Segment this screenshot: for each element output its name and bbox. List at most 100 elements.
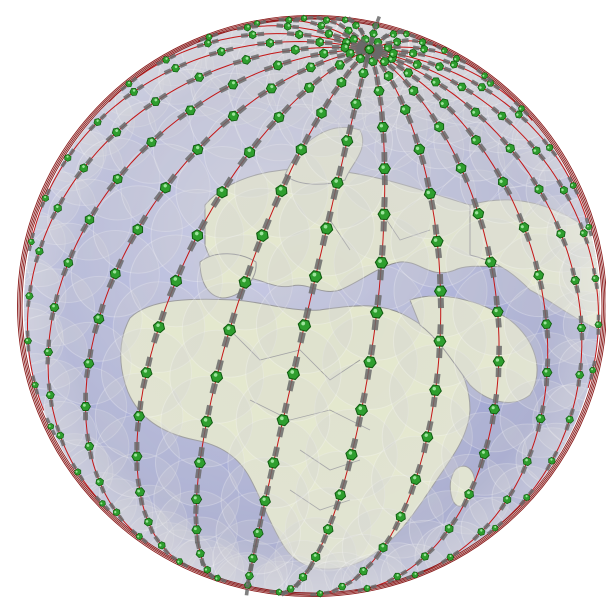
- satellite-body: [399, 104, 411, 116]
- satellite-highlight: [220, 49, 224, 52]
- solar-panel: [271, 195, 282, 208]
- satellite-highlight: [538, 415, 542, 419]
- solar-panel: [240, 33, 249, 38]
- satellite-highlight: [319, 39, 323, 43]
- solar-panel: [439, 531, 448, 541]
- satellite-icon: [476, 68, 493, 83]
- satellite-icon: [564, 408, 575, 431]
- satellite-highlight: [482, 74, 485, 77]
- satellite-body: [31, 381, 39, 389]
- satellite-body: [409, 473, 422, 486]
- satellite-icon: [43, 339, 54, 365]
- solar-panel: [421, 442, 429, 454]
- solar-panel: [208, 50, 217, 57]
- solar-panel: [325, 25, 333, 31]
- satellite-body: [23, 337, 33, 345]
- satellite-icon: [308, 258, 323, 295]
- satellite-body: [470, 107, 481, 118]
- satellite-body: [545, 143, 554, 152]
- solar-panel: [526, 140, 535, 149]
- solar-panel: [105, 134, 115, 143]
- satellite-highlight: [301, 574, 305, 577]
- satellite-icon: [310, 48, 338, 59]
- solar-panel: [400, 49, 409, 55]
- solar-panel: [378, 111, 386, 121]
- solar-panel: [158, 310, 167, 322]
- solar-panel: [119, 121, 128, 131]
- satellite-highlight: [44, 196, 47, 199]
- satellite-body: [376, 121, 389, 133]
- satellite-body: [194, 72, 205, 82]
- satellite-highlight: [491, 406, 495, 410]
- satellite-body: [383, 70, 394, 82]
- satellite-body: [373, 85, 385, 97]
- satellite-icon: [530, 176, 548, 202]
- solar-panel: [499, 136, 509, 146]
- satellite-icon: [200, 404, 213, 439]
- solar-panel: [280, 589, 288, 597]
- satellite-body: [594, 321, 603, 328]
- solar-panel: [251, 24, 258, 29]
- solar-panel: [537, 153, 546, 162]
- satellite-highlight: [137, 489, 141, 493]
- satellite-icon: [578, 222, 590, 245]
- solar-panel: [495, 318, 502, 328]
- satellite-icon: [50, 196, 66, 220]
- satellite-body: [330, 176, 344, 189]
- satellite-icon: [93, 470, 106, 494]
- satellite-icon: [94, 495, 111, 512]
- satellite-icon: [591, 267, 600, 290]
- satellite-highlight: [378, 259, 382, 263]
- satellite-icon: [594, 314, 603, 335]
- solar-panel: [426, 40, 434, 46]
- satellite-highlight: [432, 386, 436, 391]
- solar-panel: [543, 377, 550, 387]
- solar-panel: [154, 130, 164, 141]
- satellite-icon: [91, 303, 106, 335]
- solar-panel: [550, 149, 558, 157]
- orbit-line: [27, 46, 370, 411]
- satellite-body: [300, 14, 308, 23]
- satellite-icon: [378, 152, 391, 186]
- satellite-body: [358, 566, 368, 576]
- satellite-icon: [60, 249, 76, 277]
- satellite-body: [295, 29, 304, 40]
- satellite-highlight: [242, 278, 246, 283]
- satellite-highlight: [82, 165, 85, 168]
- solar-panel: [579, 332, 585, 341]
- satellite-highlight: [447, 525, 451, 529]
- satellite-body: [354, 403, 369, 416]
- satellite-body: [83, 358, 95, 369]
- solar-panel: [219, 118, 231, 128]
- satellite-body: [378, 542, 388, 553]
- satellite-highlight: [301, 321, 306, 326]
- satellite-icon: [379, 62, 398, 90]
- solar-panel: [237, 155, 248, 168]
- satellite-icon: [170, 554, 189, 569]
- satellite-icon: [83, 348, 95, 379]
- satellite-body: [193, 457, 206, 469]
- solar-panel: [84, 368, 91, 379]
- satellite-highlight: [414, 572, 417, 575]
- solar-panel: [457, 64, 466, 71]
- satellite-icon: [236, 264, 254, 300]
- satellite-highlight: [231, 112, 236, 116]
- solar-panel: [567, 176, 573, 183]
- satellite-body: [203, 565, 211, 574]
- satellite-highlight: [571, 184, 574, 187]
- solar-panel: [375, 15, 381, 23]
- satellite-body: [395, 511, 406, 523]
- satellite-icon: [294, 14, 314, 23]
- solar-panel: [440, 130, 450, 141]
- satellite-icon: [414, 546, 435, 567]
- solar-panel: [372, 22, 379, 30]
- solar-panel: [106, 181, 116, 192]
- solar-panel: [182, 562, 189, 569]
- solar-panel: [320, 533, 329, 544]
- satellite-icon: [240, 30, 265, 40]
- solar-panel: [397, 28, 405, 35]
- solar-panel: [446, 51, 454, 57]
- satellite-highlight: [344, 45, 348, 48]
- orbit-limb-ring: [17, 15, 606, 597]
- satellite-icon: [281, 44, 309, 55]
